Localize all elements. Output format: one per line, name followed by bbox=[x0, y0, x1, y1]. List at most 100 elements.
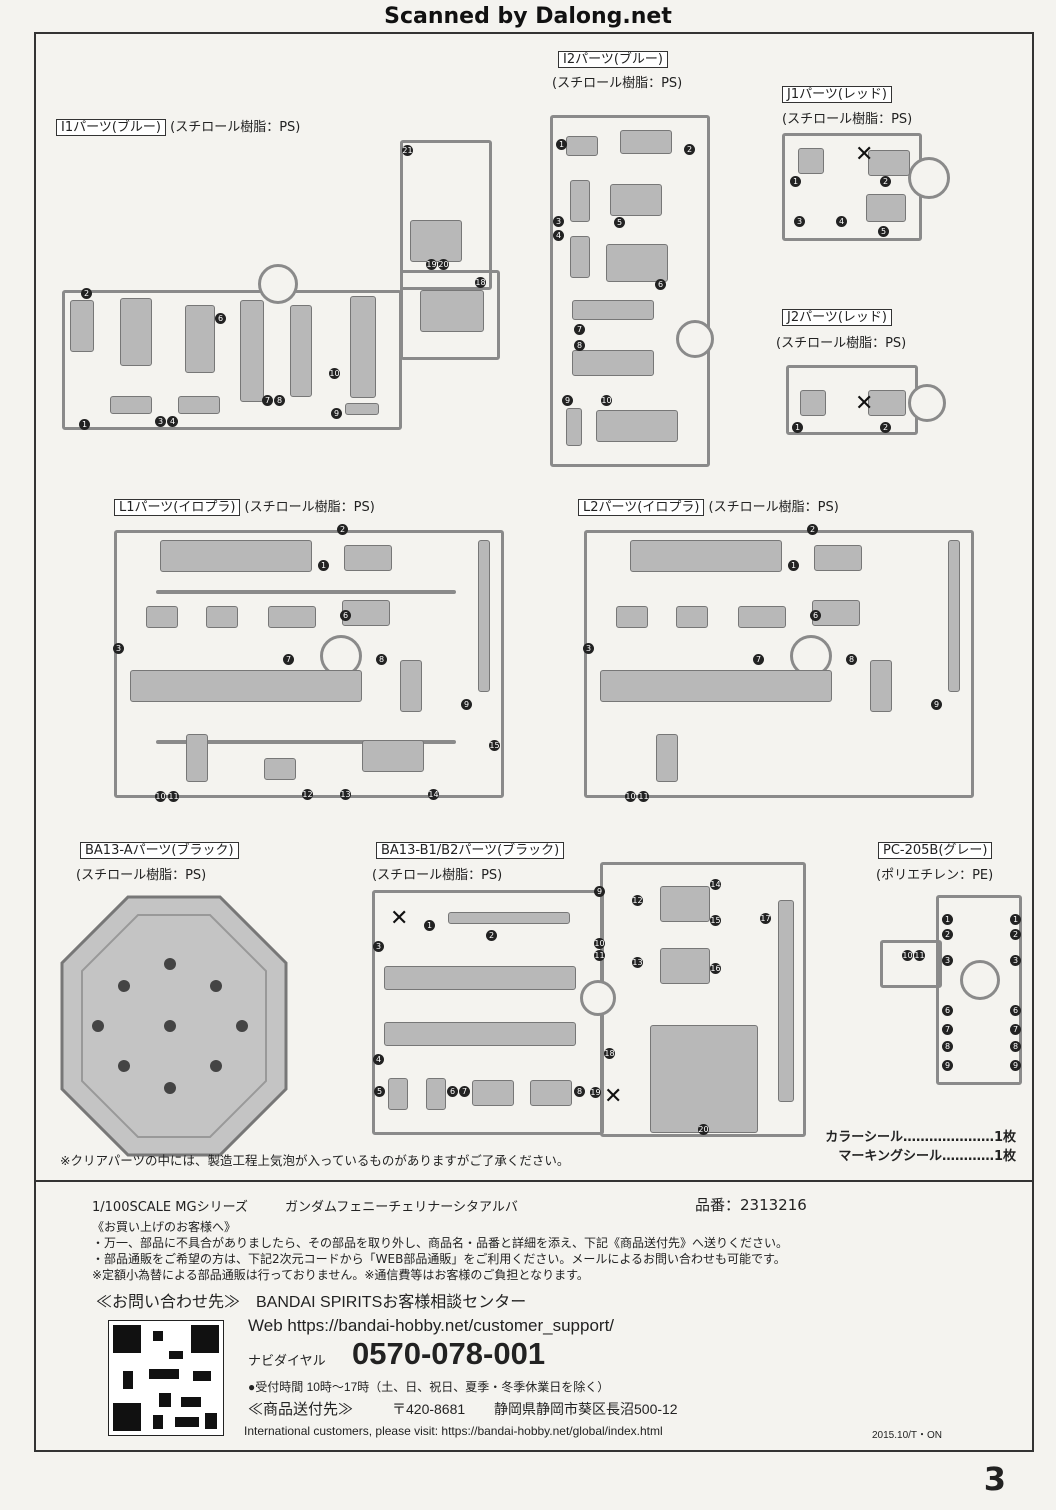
sprue-part bbox=[400, 660, 422, 712]
part-number-marker: 4 bbox=[836, 216, 847, 227]
runner-frame bbox=[400, 270, 500, 360]
part-number-marker: 11 bbox=[594, 950, 605, 961]
part-number-marker: 2 bbox=[684, 144, 695, 155]
runner-frame bbox=[580, 980, 616, 1016]
part-number-marker: 4 bbox=[553, 230, 564, 241]
sprue-part bbox=[410, 220, 462, 262]
part-number-marker: 15 bbox=[489, 740, 500, 751]
part-number-marker: 9 bbox=[331, 408, 342, 419]
part-number-marker: 7 bbox=[574, 324, 585, 335]
sprue-part bbox=[660, 886, 710, 922]
runner-code-i2: I2パーツ(ブルー) bbox=[558, 51, 668, 68]
base-peg bbox=[164, 1020, 176, 1032]
part-number-marker: 19 bbox=[426, 259, 437, 270]
sprue-part bbox=[596, 410, 678, 442]
part-number-marker: 3 bbox=[794, 216, 805, 227]
part-number-marker: 10 bbox=[601, 395, 612, 406]
part-number-marker: 1 bbox=[942, 914, 953, 925]
part-number-marker: 2 bbox=[942, 929, 953, 940]
section-divider bbox=[34, 1180, 1034, 1182]
part-number-marker: 13 bbox=[340, 789, 351, 800]
part-number-marker: 8 bbox=[574, 1086, 585, 1097]
runner-label-ba13b: BA13-B1/B2パーツ(ブラック) bbox=[376, 842, 565, 859]
sprue-part bbox=[738, 606, 786, 628]
sprue-part bbox=[800, 390, 826, 416]
part-number-marker: 1 bbox=[790, 176, 801, 187]
part-number-marker: 6 bbox=[340, 610, 351, 621]
sprue-part bbox=[426, 1078, 446, 1110]
part-number-marker: 2 bbox=[486, 930, 497, 941]
part-number-marker: 13 bbox=[632, 957, 643, 968]
runner-material-ba13a: (スチロール樹脂：PS) bbox=[76, 868, 207, 883]
part-number-marker: 4 bbox=[373, 1054, 384, 1065]
sprue-part bbox=[264, 758, 296, 780]
part-number-marker: 2 bbox=[337, 524, 348, 535]
navi-dial-label: ナビダイヤル bbox=[248, 1353, 326, 1368]
excluded-part-cross-icon: ✕ bbox=[855, 142, 874, 167]
part-number-marker: 7 bbox=[262, 395, 273, 406]
sprue-part bbox=[206, 606, 238, 628]
part-number-marker: 9 bbox=[1010, 1060, 1021, 1071]
parts-list-frame bbox=[34, 32, 1034, 1452]
sprue-part bbox=[478, 540, 490, 692]
sprue-part bbox=[146, 606, 178, 628]
part-number-marker: 9 bbox=[594, 886, 605, 897]
qr-code[interactable] bbox=[108, 1320, 224, 1436]
runner-code-ba13b: BA13-B1/B2パーツ(ブラック) bbox=[376, 842, 565, 859]
sprue-part bbox=[650, 1025, 758, 1133]
part-number-marker: 10 bbox=[902, 950, 913, 961]
part-number-marker: 5 bbox=[614, 217, 625, 228]
runner-label-i1: I1パーツ(ブルー) (スチロール樹脂：PS) bbox=[56, 119, 300, 136]
sprue-part bbox=[610, 184, 662, 216]
part-number-marker: 3 bbox=[1010, 955, 1021, 966]
runner-frame bbox=[960, 960, 1000, 1000]
part-number-marker: 19 bbox=[590, 1087, 601, 1098]
part-number-marker: 6 bbox=[655, 279, 666, 290]
part-number-marker: 1 bbox=[788, 560, 799, 571]
runner-material-i2: (スチロール樹脂：PS) bbox=[552, 76, 683, 91]
sprue-part bbox=[290, 305, 312, 397]
excluded-part-cross-icon: ✕ bbox=[604, 1084, 623, 1109]
web-url[interactable]: Web https://bandai-hobby.net/customer_su… bbox=[248, 1316, 615, 1335]
part-number-marker: 2 bbox=[81, 288, 92, 299]
runner-frame bbox=[258, 264, 298, 304]
international-url[interactable]: International customers, please visit: h… bbox=[244, 1424, 663, 1438]
page-number: 3 bbox=[983, 1460, 1006, 1498]
sprue-part bbox=[606, 244, 668, 282]
excluded-part-cross-icon: ✕ bbox=[855, 391, 874, 416]
sprue-part bbox=[948, 540, 960, 692]
part-number-marker: 1 bbox=[424, 920, 435, 931]
part-number-marker: 6 bbox=[215, 313, 226, 324]
sprue-part bbox=[240, 300, 264, 402]
base-peg bbox=[236, 1020, 248, 1032]
part-number-marker: 14 bbox=[710, 879, 721, 890]
part-number-marker: 3 bbox=[155, 416, 166, 427]
phone-number[interactable]: 0570-078-001 bbox=[352, 1336, 546, 1371]
part-number-marker: 2 bbox=[807, 524, 818, 535]
runner-code-j2: J2パーツ(レッド) bbox=[782, 309, 892, 326]
sprue-part bbox=[778, 900, 794, 1102]
sprue-part bbox=[530, 1080, 572, 1106]
customer-heading: 《お買い上げのお客様へ》 bbox=[92, 1220, 237, 1234]
base-peg bbox=[118, 1060, 130, 1072]
part-number-marker: 1 bbox=[792, 422, 803, 433]
runner-label-j1: J1パーツ(レッド) bbox=[782, 86, 892, 103]
part-number-marker: 10 bbox=[329, 368, 340, 379]
part-number-marker: 1 bbox=[1010, 914, 1021, 925]
part-number-marker: 8 bbox=[574, 340, 585, 351]
runner-frame bbox=[584, 530, 974, 798]
marking-seal-count: マーキングシール…………1枚 bbox=[838, 1149, 1016, 1164]
runner-frame bbox=[880, 940, 942, 988]
part-number-marker: 11 bbox=[914, 950, 925, 961]
runner-frame bbox=[936, 895, 1022, 1085]
part-number-marker: 10 bbox=[594, 938, 605, 949]
part-number-marker: 7 bbox=[459, 1086, 470, 1097]
part-number-marker: 3 bbox=[583, 643, 594, 654]
product-code: 品番：2313216 bbox=[695, 1196, 807, 1214]
part-number-marker: 9 bbox=[562, 395, 573, 406]
part-number-marker: 1 bbox=[318, 560, 329, 571]
runner-material-l1: (スチロール樹脂：PS) bbox=[244, 500, 375, 515]
sprue-part bbox=[350, 296, 376, 398]
runner-label-i2: I2パーツ(ブルー) bbox=[558, 51, 668, 68]
part-number-marker: 6 bbox=[942, 1005, 953, 1016]
